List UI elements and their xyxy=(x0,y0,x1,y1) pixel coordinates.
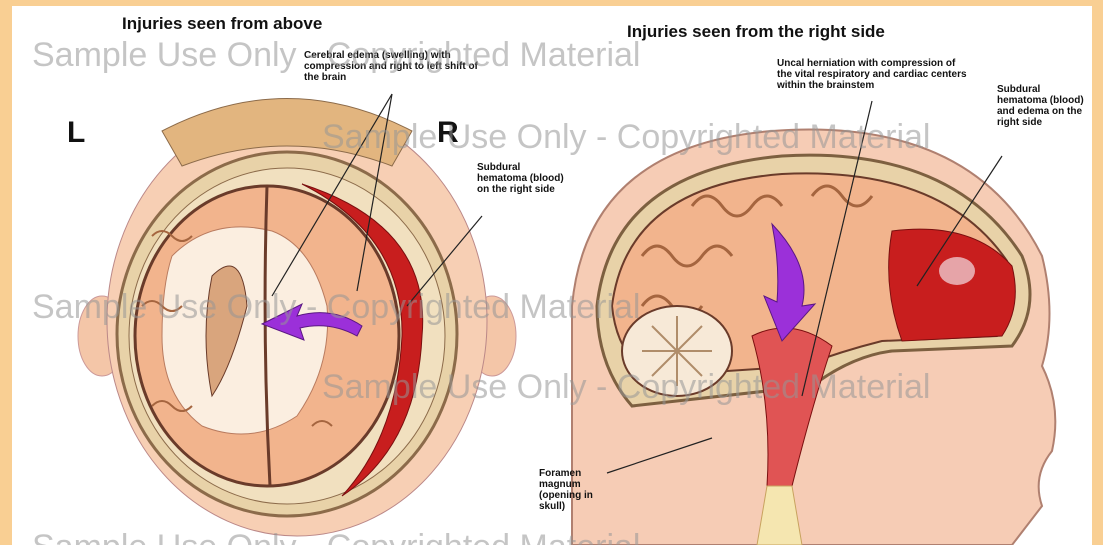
side-view-head xyxy=(572,101,1055,545)
illustration-panel: Injuries seen from above Injuries seen f… xyxy=(12,6,1092,545)
right-orientation-label: R xyxy=(437,116,459,150)
subdural-top-label: Subdural hematoma (blood) on the right s… xyxy=(477,162,567,195)
subdural-side-label: Subdural hematoma (blood) and edema on t… xyxy=(997,84,1087,128)
foramen-magnum-label: Foramen magnum (opening in skull) xyxy=(539,468,609,512)
side-view-title: Injuries seen from the right side xyxy=(627,22,885,42)
edema-label: Cerebral edema (swelling) with compressi… xyxy=(304,50,494,83)
top-view-title: Injuries seen from above xyxy=(122,14,322,34)
top-view-brain xyxy=(78,94,516,536)
uncal-herniation-label: Uncal herniation with compression of the… xyxy=(777,58,967,91)
left-orientation-label: L xyxy=(67,116,85,150)
